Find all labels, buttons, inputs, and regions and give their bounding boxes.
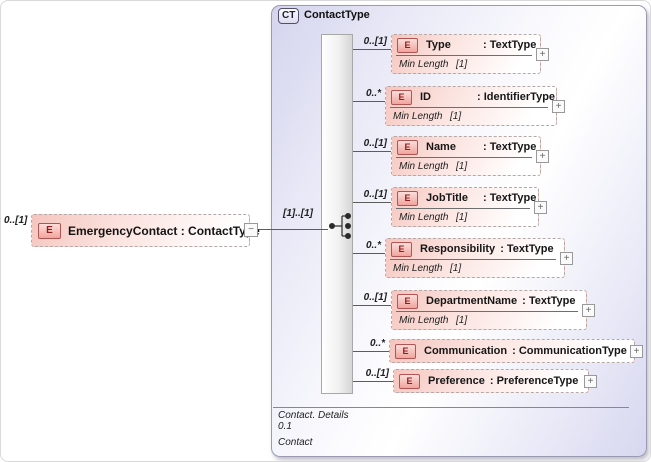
element-connector-line xyxy=(353,101,385,102)
element-icon: E xyxy=(397,37,418,53)
element-type: : TextType xyxy=(522,295,576,307)
facet-label: Min Length xyxy=(393,110,443,122)
element-name-row: E Name : TextType xyxy=(392,137,540,157)
expand-button[interactable]: + xyxy=(534,201,547,214)
facet-label: Min Length xyxy=(399,160,449,172)
footer-version: 0.1 xyxy=(278,421,292,432)
element-connector-line xyxy=(353,305,391,306)
root-element-emergencycontact[interactable]: E EmergencyContact : ContactType xyxy=(31,214,260,247)
cardinality-label: 0..* xyxy=(365,240,381,251)
element-icon: E xyxy=(397,139,418,155)
element-box-preference[interactable]: E Preference : PreferenceType xyxy=(393,369,589,393)
complex-type-badge: CT xyxy=(278,8,300,24)
element-name: Type xyxy=(426,39,451,51)
element-name-row: E ID : IdentifierType xyxy=(386,87,556,107)
element-connector-line xyxy=(353,253,385,254)
facet-label: Min Length xyxy=(393,262,443,274)
element-connector-line xyxy=(353,49,391,50)
collapse-button[interactable]: − xyxy=(244,223,258,237)
element-icon: E xyxy=(38,222,61,239)
element-name-row: E JobTitle : TextType xyxy=(392,188,538,208)
facet-value: [1] xyxy=(450,262,462,274)
expand-button[interactable]: + xyxy=(536,48,549,61)
element-name: Responsibility xyxy=(420,243,496,255)
facet-value: [1] xyxy=(456,211,468,223)
expand-button[interactable]: + xyxy=(552,100,565,113)
facet-value: [1] xyxy=(456,58,468,70)
facet-value: [1] xyxy=(456,160,468,172)
element-name-row: E DepartmentName : TextType xyxy=(392,291,586,311)
element-icon: E xyxy=(399,373,420,389)
element-type: : TextType xyxy=(500,243,554,255)
element-icon: E xyxy=(391,241,412,257)
element-type: : CommunicationType xyxy=(512,345,627,357)
footer-schema-name: Contact xyxy=(278,437,313,448)
root-connector-line xyxy=(257,229,328,230)
facet-label: Min Length xyxy=(399,58,449,70)
compositor-cardinality-label: [1]..[1] xyxy=(283,208,313,219)
element-name-row: E Type : TextType xyxy=(392,35,540,55)
facet-row: Min Length [1] xyxy=(390,107,548,124)
cardinality-label: 0..[1] xyxy=(363,138,387,149)
element-icon: E xyxy=(391,89,412,105)
expand-button[interactable]: + xyxy=(560,252,573,265)
expand-button[interactable]: + xyxy=(582,304,595,317)
element-type: : IdentifierType xyxy=(477,91,556,103)
element-type: : TextType xyxy=(483,39,537,51)
element-name: Name xyxy=(426,141,456,153)
facet-row: Min Length [1] xyxy=(390,259,556,276)
expand-button[interactable]: + xyxy=(536,150,549,163)
element-name: Preference xyxy=(428,375,485,387)
root-cardinality-label: 0..[1] xyxy=(4,215,28,226)
cardinality-label: 0..* xyxy=(369,338,385,349)
expand-button[interactable]: + xyxy=(584,375,597,388)
element-name-row: E Communication : CommunicationType xyxy=(390,340,634,362)
element-icon: E xyxy=(397,293,418,309)
facet-label: Min Length xyxy=(399,314,449,326)
element-name-row: E Preference : PreferenceType xyxy=(394,370,588,392)
element-name: ID xyxy=(420,91,431,103)
facet-row: Min Length [1] xyxy=(396,157,532,174)
element-connector-line xyxy=(353,151,391,152)
element-connector-line xyxy=(353,202,391,203)
cardinality-label: 0..[1] xyxy=(363,292,387,303)
element-icon: E xyxy=(395,343,416,359)
root-element-label: EmergencyContact : ContactType xyxy=(68,223,260,238)
element-name: DepartmentName xyxy=(426,295,518,307)
element-box-communication[interactable]: E Communication : CommunicationType xyxy=(389,339,635,363)
element-type: : TextType xyxy=(483,192,537,204)
element-icon: E xyxy=(397,190,418,206)
facet-label: Min Length xyxy=(399,211,449,223)
element-connector-line xyxy=(353,351,389,352)
element-type: : TextType xyxy=(483,141,537,153)
expand-button[interactable]: + xyxy=(630,345,643,358)
facet-value: [1] xyxy=(450,110,462,122)
element-connector-line xyxy=(353,381,393,382)
sequence-icon xyxy=(328,212,352,240)
cardinality-label: 0..* xyxy=(365,88,381,99)
facet-row: Min Length [1] xyxy=(396,208,530,225)
element-name: Communication xyxy=(424,345,508,357)
element-name-row: E Responsibility : TextType xyxy=(386,239,564,259)
cardinality-label: 0..[1] xyxy=(365,368,389,379)
facet-row: Min Length [1] xyxy=(396,311,578,328)
cardinality-label: 0..[1] xyxy=(363,36,387,47)
facet-value: [1] xyxy=(456,314,468,326)
element-name: JobTitle xyxy=(426,192,468,204)
cardinality-label: 0..[1] xyxy=(363,189,387,200)
footer-separator xyxy=(273,407,629,408)
footer-annotation: Contact. Details xyxy=(278,410,349,421)
facet-row: Min Length [1] xyxy=(396,55,532,72)
panel-title: ContactType xyxy=(304,9,370,21)
element-type: : PreferenceType xyxy=(489,375,579,387)
